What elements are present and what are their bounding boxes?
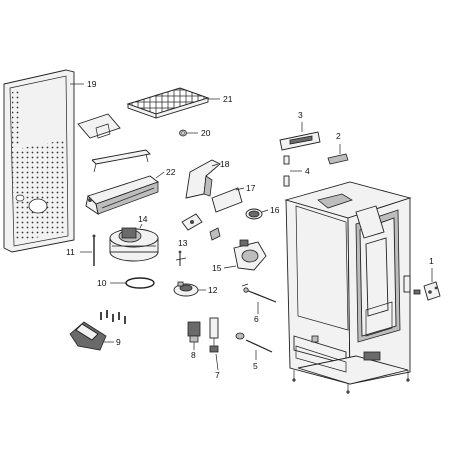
- part-control-board: [69, 310, 126, 351]
- part-back-panel: [3, 69, 75, 253]
- callout-12: 12: [208, 285, 218, 295]
- callout-11: 11: [66, 247, 75, 257]
- part-air-duct: [185, 159, 221, 199]
- callout-20: 20: [201, 128, 211, 138]
- callout-5: 5: [253, 361, 258, 371]
- callout-17: 17: [246, 183, 256, 193]
- part-button-strip: [327, 153, 349, 165]
- callout-14: 14: [138, 214, 148, 224]
- callout-21: 21: [223, 94, 233, 104]
- callout-16: 16: [270, 205, 280, 215]
- part-probe: [241, 283, 277, 303]
- callout-9: 9: [116, 337, 121, 347]
- part-sensor-block: [187, 321, 201, 343]
- part-latch-bracket: [413, 281, 441, 301]
- callout-4: 4: [305, 166, 310, 176]
- part-small-fan: [173, 281, 199, 297]
- callout-19: 19: [87, 79, 97, 89]
- part-cabinet-frame: [284, 181, 412, 394]
- callout-2: 2: [336, 131, 341, 141]
- part-rod-nut: [235, 332, 273, 353]
- callout-22: 22: [166, 167, 176, 177]
- part-grid-tray: [126, 87, 210, 119]
- part-support-bracket: [91, 149, 151, 173]
- part-cover-plate: [211, 187, 243, 213]
- callout-8: 8: [191, 350, 196, 360]
- callout-7: 7: [215, 370, 220, 380]
- part-deflector-plate: [77, 113, 121, 139]
- part-switches: [283, 155, 290, 187]
- callout-13: 13: [178, 238, 188, 248]
- callout-6: 6: [254, 314, 259, 324]
- callout-1: 1: [429, 256, 434, 266]
- callout-3: 3: [298, 110, 303, 120]
- part-rod: [92, 234, 96, 266]
- callout-15: 15: [212, 263, 222, 273]
- part-burner-tube: [85, 175, 159, 215]
- part-small-ring: [179, 129, 187, 137]
- part-o-ring: [125, 277, 155, 289]
- callout-10: 10: [97, 278, 107, 288]
- part-pins: [175, 250, 187, 266]
- part-fan-motor: [109, 227, 159, 262]
- part-gasket-disc: [245, 208, 263, 220]
- part-pressure-switch: [233, 239, 267, 271]
- part-igniter: [209, 317, 219, 353]
- callout-18: 18: [220, 159, 230, 169]
- part-mount-bracket: [181, 213, 221, 241]
- part-display-module: [279, 131, 321, 151]
